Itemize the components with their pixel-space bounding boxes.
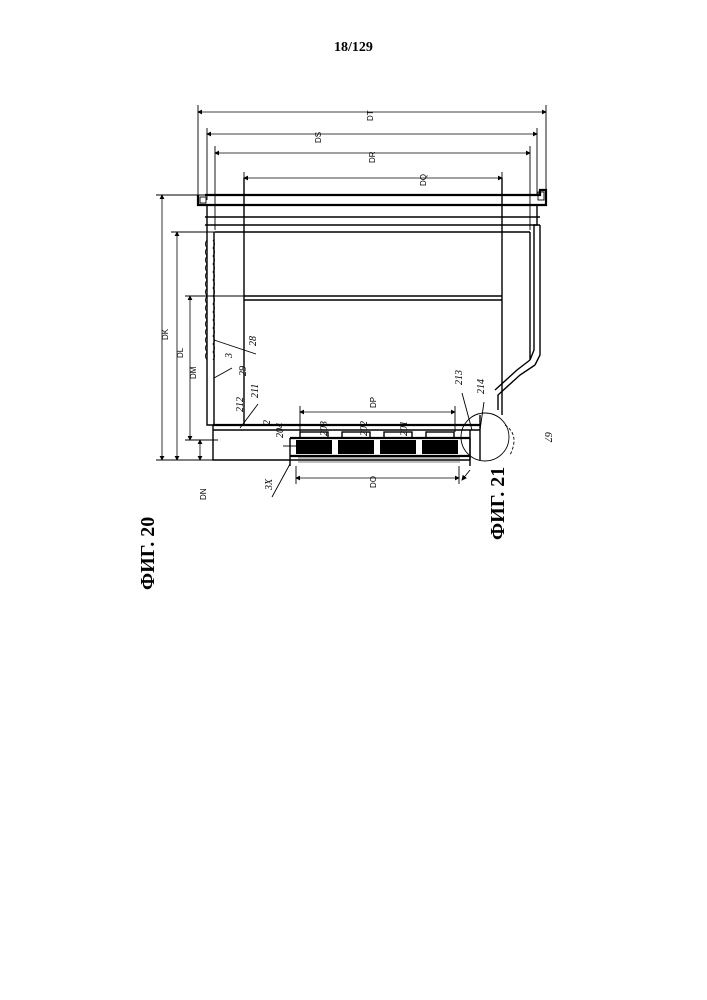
svg-text:214: 214	[476, 379, 487, 394]
svg-text:211: 211	[250, 384, 261, 398]
svg-text:DM: DM	[189, 366, 198, 379]
leader-lines	[214, 340, 484, 497]
svg-text:3: 3	[224, 353, 235, 359]
dm-label: DM	[189, 366, 198, 379]
svg-text:DN: DN	[199, 488, 208, 500]
detail-callout	[461, 413, 514, 480]
top-dimension-lines	[198, 105, 546, 300]
dr-label: DR	[368, 151, 377, 163]
filter-assembly	[290, 432, 470, 466]
svg-text:2: 2	[262, 420, 273, 425]
dp-label: DP	[369, 397, 378, 408]
svg-text:29: 29	[238, 366, 249, 376]
svg-text:DR: DR	[368, 151, 377, 163]
container-outline	[198, 178, 546, 460]
svg-text:201: 201	[399, 421, 410, 436]
ds-label: DS	[314, 132, 323, 143]
reference-numbers: 3 29 28 212 211 204 203 202 201 213 214 …	[224, 336, 553, 491]
dt-label: DT	[366, 110, 375, 121]
dq-label: DQ	[419, 174, 428, 186]
svg-text:DK: DK	[161, 328, 170, 340]
dl-label: DL	[176, 347, 185, 358]
left-dimension-lines	[156, 195, 250, 460]
svg-text:DT: DT	[366, 110, 375, 121]
svg-text:204: 204	[275, 423, 286, 438]
svg-text:DS: DS	[314, 132, 323, 143]
svg-text:DL: DL	[176, 347, 185, 358]
svg-text:212: 212	[235, 397, 246, 412]
svg-text:213: 213	[454, 370, 465, 385]
dn-label: DN	[199, 488, 208, 500]
svg-text:DQ: DQ	[419, 174, 428, 186]
svg-text:28: 28	[248, 336, 259, 346]
svg-text:3X: 3X	[264, 478, 275, 491]
do-dimension: DO	[296, 466, 459, 488]
do-label: DO	[369, 476, 378, 488]
svg-text:67: 67	[542, 432, 553, 443]
svg-text:203: 203	[319, 421, 330, 436]
dk-label: DK	[161, 328, 170, 340]
svg-text:202: 202	[359, 421, 370, 436]
